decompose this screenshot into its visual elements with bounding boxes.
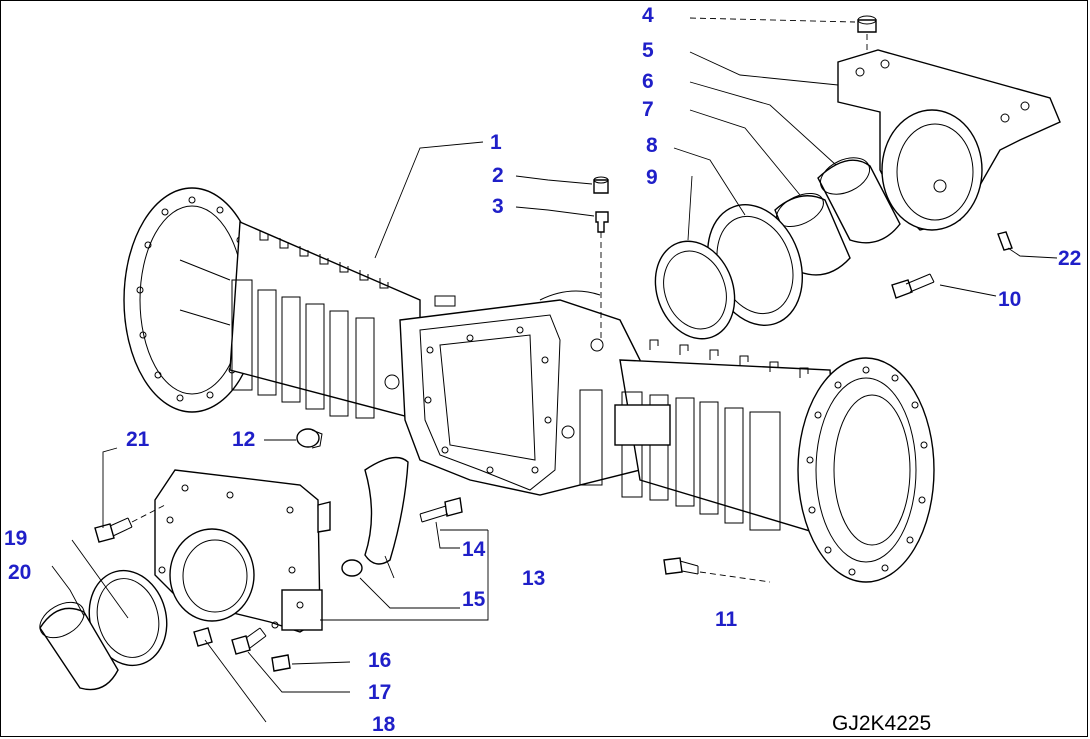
callout-3: 3: [492, 195, 504, 218]
callout-1: 1: [490, 131, 502, 154]
bolt-part-17: [231, 627, 267, 655]
dowel-part-15: [341, 559, 363, 577]
callout-11: 11: [715, 608, 738, 631]
callout-20: 20: [8, 561, 31, 584]
trunnion-bracket-part-5: [837, 49, 1061, 231]
callout-7: 7: [642, 98, 654, 121]
callout-2: 2: [492, 164, 504, 187]
axle-housing: [123, 187, 935, 583]
callout-8: 8: [646, 134, 658, 157]
seal-part-19: [88, 569, 168, 667]
callout-22: 22: [1058, 247, 1081, 270]
callout-6: 6: [642, 70, 654, 93]
plug-part-16: [193, 627, 213, 647]
bolt-part-10: [891, 273, 935, 299]
differential-cover: [154, 469, 331, 633]
callouts: 1 2 3 4 5 6 7 8 9 10 11 12 13 14 15 16 1…: [4, 4, 1081, 736]
plug-part-2: [593, 176, 609, 194]
drawing-code: GJ2K4225: [832, 712, 931, 735]
bushing-part-6: [817, 157, 901, 244]
callout-16: 16: [368, 649, 391, 672]
bolt-part-21: [94, 517, 133, 543]
grease-fitting-part-22: [997, 231, 1013, 251]
breather-part-3: [595, 211, 609, 233]
callout-14: 14: [462, 538, 486, 561]
bolt-part-14: [419, 497, 463, 523]
ring-part-20: [39, 601, 119, 691]
callout-10: 10: [998, 288, 1021, 311]
bearing-cap-part-13: [364, 456, 409, 565]
callout-18: 18: [372, 713, 396, 736]
pin-part-18: [271, 654, 291, 672]
callout-5: 5: [642, 39, 654, 62]
callout-15: 15: [462, 588, 486, 611]
callout-19: 19: [4, 527, 27, 550]
plug-part-12: [296, 428, 323, 449]
nut-part-4: [857, 15, 877, 33]
callout-4: 4: [642, 4, 654, 27]
callout-13: 13: [522, 567, 545, 590]
callout-21: 21: [126, 428, 150, 451]
bolt-part-11: [663, 557, 699, 575]
leader-lines: [51, 17, 1058, 723]
callout-9: 9: [646, 166, 658, 189]
thrust-washer-part-9: [654, 240, 736, 340]
callout-12: 12: [232, 428, 255, 451]
callout-17: 17: [368, 681, 391, 704]
